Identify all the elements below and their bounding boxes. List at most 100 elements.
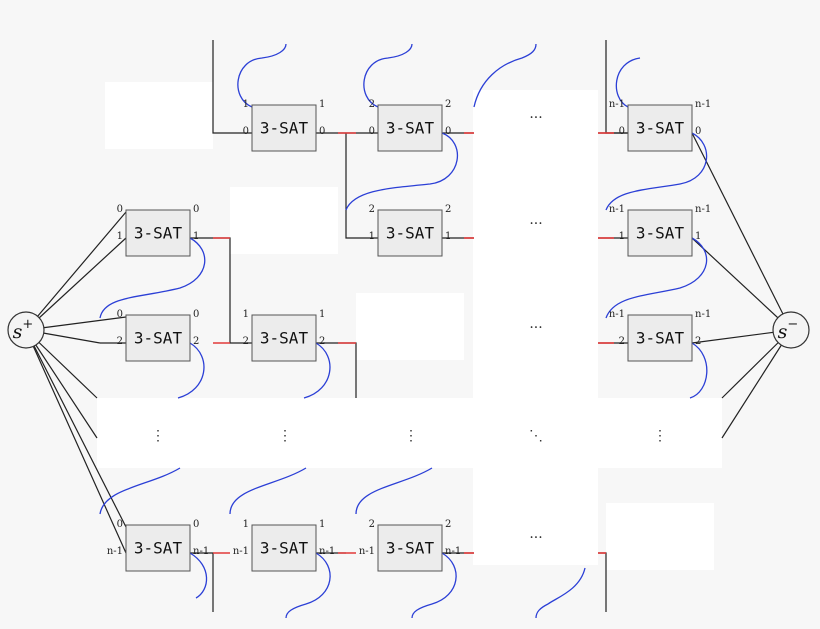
source-node-label: s+ — [13, 317, 34, 344]
three-sat-box — [125, 209, 191, 257]
port-label: 1 — [619, 231, 625, 242]
blank-region — [105, 82, 213, 149]
port-label: 2 — [369, 99, 375, 110]
port-label: n-1 — [107, 546, 123, 557]
three-sat-box — [377, 524, 443, 572]
variable-link-curve — [177, 342, 205, 399]
variable-link-curve — [285, 552, 331, 619]
three-sat-box — [251, 314, 317, 362]
three-sat-box — [251, 524, 317, 572]
block-label: 3-SAT — [134, 539, 183, 558]
blank-region — [473, 90, 598, 565]
connection-wire — [190, 552, 214, 612]
port-label: n-1 — [609, 99, 625, 110]
port-label: 0 — [319, 126, 325, 137]
port-label: 2 — [619, 336, 625, 347]
connection-wire — [212, 40, 252, 134]
three-sat-box — [125, 524, 191, 572]
three-sat-block: 3-SAT 0 0 1 1 — [117, 204, 199, 257]
port-label: 0 — [117, 519, 123, 530]
ellipsis: ··· — [529, 216, 542, 232]
port-label: 2 — [445, 519, 451, 530]
block-label: 3-SAT — [134, 329, 183, 348]
sink-node: s− — [772, 311, 810, 349]
sink-edge — [721, 329, 792, 439]
variable-link-curve — [605, 132, 708, 211]
block-label: 3-SAT — [134, 224, 183, 243]
variable-link-curve — [99, 467, 181, 515]
variable-link-curve — [355, 467, 433, 515]
port-label: 0 — [243, 126, 249, 137]
port-label: 1 — [243, 99, 249, 110]
port-label: n-1 — [695, 204, 711, 215]
block-label: 3-SAT — [636, 224, 685, 243]
three-sat-box — [627, 314, 693, 362]
variable-link-curve — [535, 567, 586, 619]
connection-wire — [190, 237, 252, 344]
ellipsis: ··· — [529, 320, 542, 336]
connection-wire — [598, 552, 607, 612]
variable-link-curve — [605, 237, 708, 319]
block-label: 3-SAT — [386, 539, 435, 558]
ellipsis: ··· — [529, 110, 542, 126]
port-label: n-1 — [609, 204, 625, 215]
block-label: 3-SAT — [260, 119, 309, 138]
ellipsis: ⋮ — [278, 428, 292, 444]
port-label: n-1 — [695, 309, 711, 320]
three-sat-box — [251, 104, 317, 152]
variable-link-curve — [473, 43, 537, 108]
port-label: 2 — [117, 336, 123, 347]
variable-link-curve — [615, 57, 641, 108]
port-label: 0 — [193, 309, 199, 320]
port-label: 1 — [193, 231, 199, 242]
block-label: 3-SAT — [260, 539, 309, 558]
ellipsis: ⋮ — [653, 428, 667, 444]
port-label: 0 — [619, 126, 625, 137]
port-label: 1 — [369, 231, 375, 242]
variable-link-curve — [229, 467, 307, 515]
port-label: 1 — [117, 231, 123, 242]
port-label: 0 — [369, 126, 375, 137]
ellipsis: ⋮ — [151, 428, 165, 444]
port-label: 1 — [319, 309, 325, 320]
port-label: 2 — [445, 204, 451, 215]
variable-link-curve — [237, 43, 287, 108]
port-label: 1 — [243, 309, 249, 320]
source-edge — [25, 237, 127, 331]
variable-link-curve — [303, 342, 331, 399]
block-label: 3-SAT — [386, 119, 435, 138]
connection-wire — [345, 133, 378, 239]
ellipsis: ··· — [529, 530, 542, 546]
port-label: 2 — [243, 336, 249, 347]
ellipsis: ⋱ — [529, 428, 543, 444]
source-edge — [25, 329, 127, 528]
variable-link-curve — [411, 552, 457, 619]
port-label: 2 — [445, 99, 451, 110]
port-label: 0 — [117, 204, 123, 215]
connection-wire — [605, 40, 628, 134]
port-label: 0 — [193, 204, 199, 215]
connection-wire — [316, 342, 357, 398]
three-sat-box — [125, 314, 191, 362]
port-label: 1 — [319, 519, 325, 530]
port-label: 1 — [243, 519, 249, 530]
port-label: 1 — [445, 231, 451, 242]
port-label: 2 — [193, 336, 199, 347]
port-label: n-1 — [445, 546, 461, 557]
port-label: n-1 — [609, 309, 625, 320]
port-label: 2 — [695, 336, 701, 347]
variable-link-curve — [689, 342, 708, 399]
port-label: n-1 — [233, 546, 249, 557]
variable-link-curve — [363, 43, 413, 108]
variable-link-curve — [99, 237, 206, 319]
